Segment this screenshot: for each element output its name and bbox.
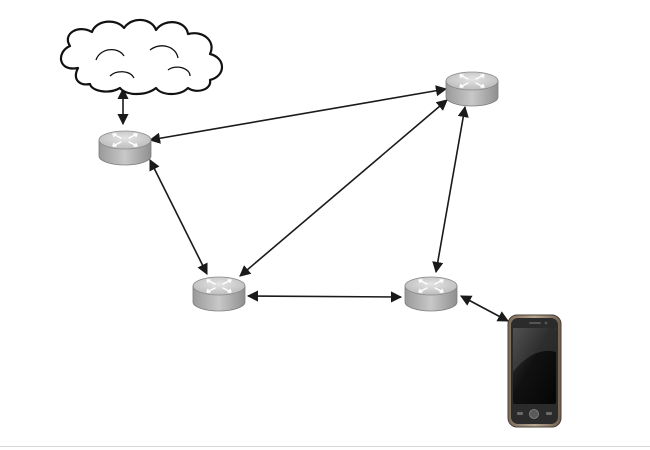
- bottom-divider: [0, 446, 650, 447]
- link-router-b-router-d: [432, 105, 469, 274]
- router-icon: [98, 130, 152, 166]
- router-a: [98, 130, 152, 166]
- link-router-c-router-d: [246, 290, 403, 303]
- router-icon: [404, 276, 458, 312]
- link-router-b-router-c: [239, 99, 448, 277]
- router-c: [192, 276, 246, 312]
- router-icon: [192, 276, 246, 312]
- router-b: [445, 71, 499, 107]
- router-d: [404, 276, 458, 312]
- link-router-a-router-c: [149, 158, 208, 276]
- router-icon: [445, 71, 499, 107]
- smartphone-icon: [507, 314, 562, 428]
- cloud-icon: [60, 18, 224, 96]
- link-router-a-router-b: [148, 85, 448, 144]
- link-router-d-phone: [460, 295, 509, 322]
